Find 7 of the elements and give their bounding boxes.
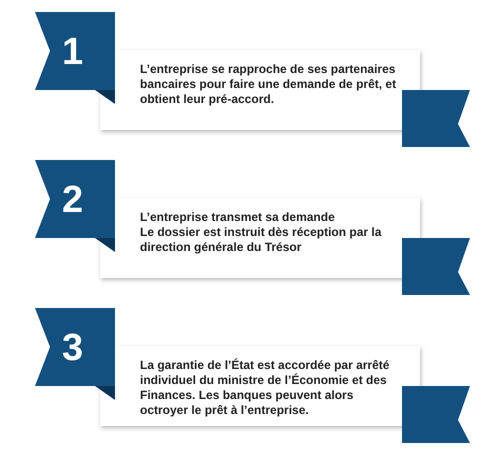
step-description: L’entreprise se rapproche de ses partenaires bancaires pour faire une demande de prêt, et obtient leur pré-accord. bbox=[140, 62, 398, 107]
step-description: L’entreprise transmet sa demande bbox=[140, 210, 336, 225]
step-number: 2 bbox=[62, 178, 84, 222]
step-description: Le dossier est instruit dès réception par la direction générale du Trésor bbox=[140, 225, 382, 255]
step-number: 1 bbox=[62, 30, 84, 74]
step-number: 3 bbox=[62, 326, 84, 370]
step-description: La garantie de l’État est accordée par arrêté individuel du ministre de l’Économie et des Finances. Les banques peuvent alors octroyer le prêt à l’entreprise. bbox=[140, 358, 390, 418]
